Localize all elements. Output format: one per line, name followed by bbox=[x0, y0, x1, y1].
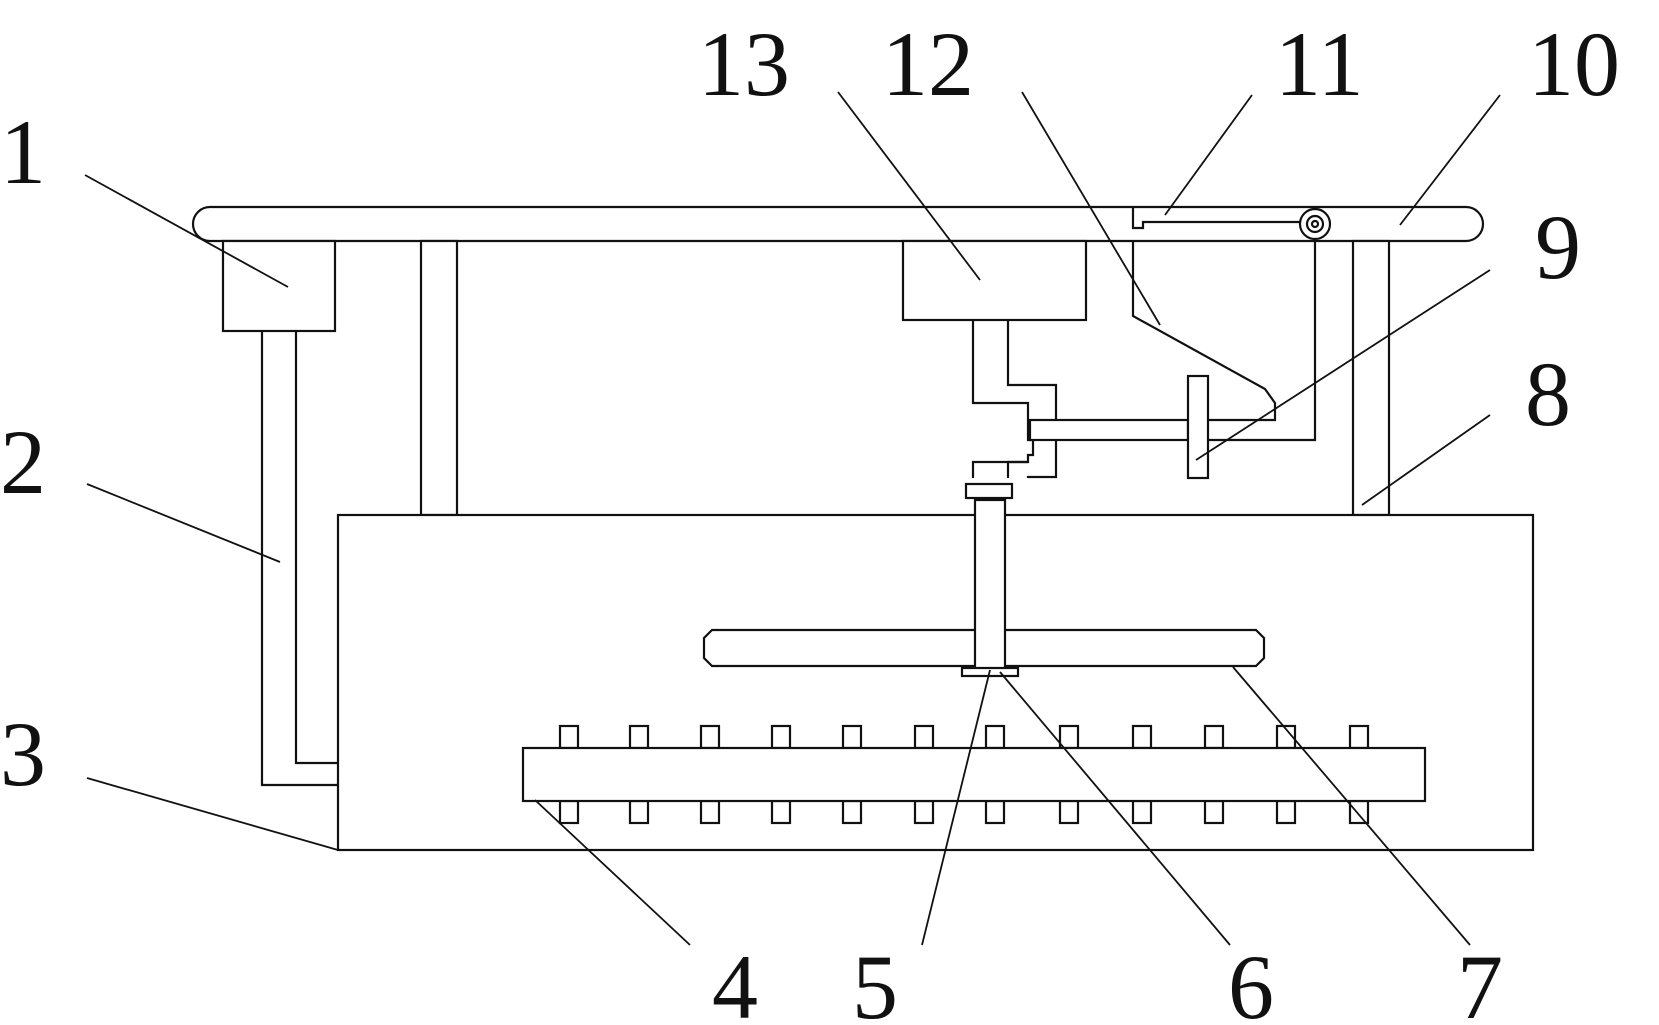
callout-1: 1 bbox=[0, 101, 46, 203]
crank-linkage bbox=[971, 320, 1035, 478]
callout-4: 4 bbox=[712, 936, 758, 1025]
connecting-rod bbox=[1028, 418, 1190, 442]
stirring-shaft bbox=[973, 498, 1007, 672]
pump-box bbox=[221, 239, 337, 333]
spray-bar bbox=[521, 746, 1427, 803]
sliding-block bbox=[1186, 374, 1210, 480]
leader-6 bbox=[999, 671, 1231, 946]
upper-nozzles bbox=[558, 724, 1370, 750]
right-support-column bbox=[1351, 239, 1391, 517]
leader-4 bbox=[534, 799, 691, 946]
top-bracket bbox=[1131, 207, 1300, 230]
pulley-axle bbox=[1310, 219, 1320, 229]
callout-2: 2 bbox=[0, 411, 46, 513]
leader-8 bbox=[1361, 414, 1491, 506]
leader-7 bbox=[1232, 666, 1471, 946]
leader-9 bbox=[1195, 269, 1491, 461]
leader-2 bbox=[86, 483, 281, 563]
callout-10: 10 bbox=[1528, 13, 1620, 115]
callout-11: 11 bbox=[1275, 13, 1364, 115]
callout-7: 7 bbox=[1457, 936, 1503, 1025]
callout-8: 8 bbox=[1525, 343, 1571, 445]
callout-3: 3 bbox=[0, 703, 46, 805]
leader-12 bbox=[1021, 91, 1161, 326]
callout-13: 13 bbox=[698, 13, 790, 115]
crank-lower bbox=[971, 460, 1028, 478]
callout-5: 5 bbox=[852, 936, 898, 1025]
leader-5 bbox=[921, 669, 991, 946]
leader-10 bbox=[1399, 94, 1501, 226]
leader-1 bbox=[84, 174, 289, 288]
callout-6: 6 bbox=[1228, 936, 1274, 1025]
shaft-coupling bbox=[964, 482, 1014, 500]
left-support-column bbox=[419, 239, 459, 517]
leader-11 bbox=[1164, 94, 1253, 216]
callout-12: 12 bbox=[882, 13, 974, 115]
leader-13 bbox=[837, 91, 981, 281]
pulley-rod bbox=[1208, 241, 1317, 442]
motor bbox=[901, 239, 1088, 322]
top-plate bbox=[191, 205, 1485, 243]
deflector bbox=[1131, 241, 1277, 422]
leader-3 bbox=[86, 777, 339, 851]
callout-9: 9 bbox=[1535, 196, 1581, 298]
